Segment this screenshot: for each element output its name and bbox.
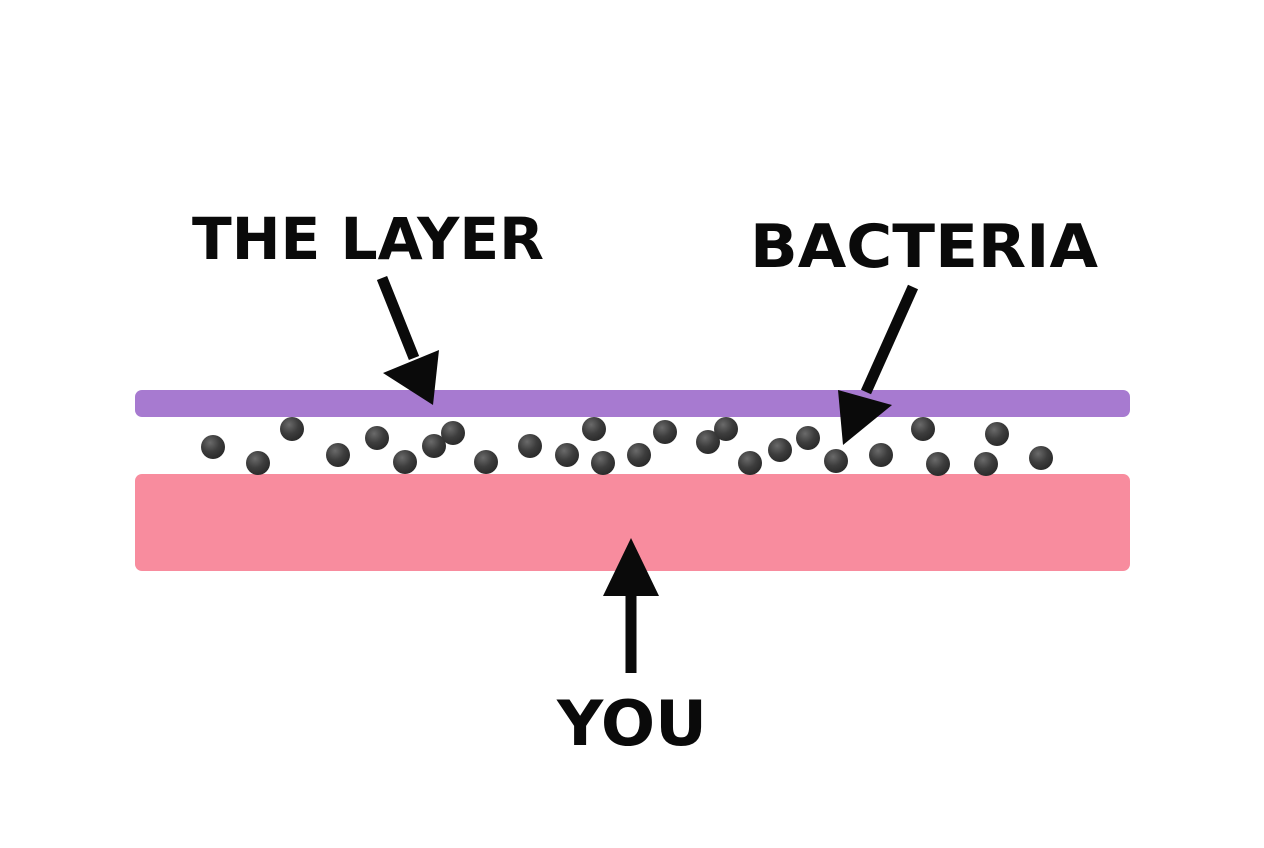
- bacterium: [365, 426, 389, 450]
- layer-bar: [135, 390, 1130, 417]
- bacterium: [555, 443, 579, 467]
- bacterium: [796, 426, 820, 450]
- layer-label: THE LAYER: [192, 205, 544, 273]
- bacterium: [768, 438, 792, 462]
- bacterium: [326, 443, 350, 467]
- bacterium: [441, 421, 465, 445]
- bacterium: [280, 417, 304, 441]
- bacterium: [201, 435, 225, 459]
- bacterium: [518, 434, 542, 458]
- bacteria-arrow: [838, 284, 919, 445]
- bacterium: [582, 417, 606, 441]
- you-label: YOU: [556, 687, 707, 760]
- bacterium: [246, 451, 270, 475]
- bacterium: [985, 422, 1009, 446]
- bacterium: [974, 452, 998, 476]
- bacterium: [926, 452, 950, 476]
- layer-arrow: [376, 275, 439, 405]
- bacterium: [474, 450, 498, 474]
- bacteria-label: BACTERIA: [750, 212, 1099, 282]
- you-arrow: [603, 538, 659, 673]
- bacterium: [911, 417, 935, 441]
- bacteria-particles: [201, 417, 1053, 476]
- bacterium: [653, 420, 677, 444]
- skin-block: [135, 474, 1130, 571]
- bacterium: [591, 451, 615, 475]
- bacterium: [869, 443, 893, 467]
- bacterium: [714, 417, 738, 441]
- bacterium: [696, 430, 720, 454]
- bacterium: [824, 449, 848, 473]
- bacterium: [738, 451, 762, 475]
- bacterium: [1029, 446, 1053, 470]
- bacterium: [422, 434, 446, 458]
- bacterium: [393, 450, 417, 474]
- bacterium: [627, 443, 651, 467]
